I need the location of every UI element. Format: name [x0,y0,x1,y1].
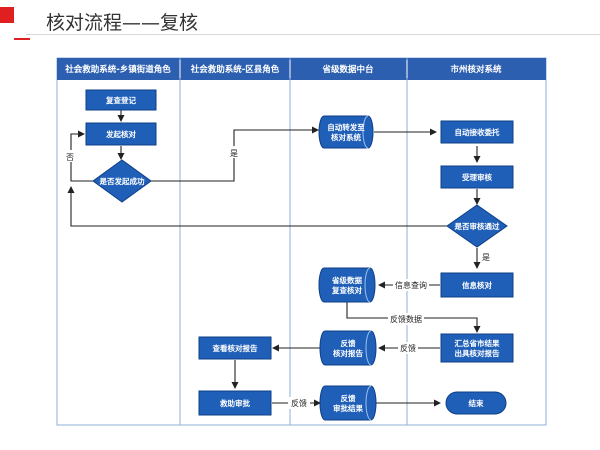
node-review-register: 复查登记 [85,89,157,111]
node-label: 省级数据 [331,275,362,285]
node-label: 出具核对报告 [455,348,500,358]
edge-label-feedback-1: 反馈 [400,343,416,353]
node-label: 受理审核 [462,172,492,182]
title-bar: 核对流程——复核 [0,0,600,44]
node-label: 反馈 [341,338,356,348]
title-divider [26,34,600,35]
lane-title-county: 社会救助系统-区县角色 [190,64,280,75]
node-label: 汇总省市结果 [455,338,500,348]
node-label: 是否发起成功 [99,176,145,186]
edge-label-no: 否 [66,153,74,162]
nodes-layer: 复查登记发起核对是否发起成功自动转发至核对系统自动接收委托受理审核是否审核通过信… [85,89,514,421]
node-label: 审批结果 [333,403,363,413]
lane-title-provincial: 省级数据中台 [321,64,374,75]
lane-title-city: 市州核对系统 [450,64,502,75]
node-view-report: 查看核对报告 [198,336,272,360]
node-info-check: 信息核对 [440,272,514,298]
edge-passed-no [67,186,448,227]
node-label: 结束 [469,398,484,408]
edge-label-feedback-2: 反馈 [291,398,307,408]
edge-label-feedback-data: 反馈数据 [390,314,422,324]
node-review-passed: 是否审核通过 [446,204,508,248]
edge-label-info-query: 信息查询 [395,280,427,290]
node-label: 救助审批 [220,398,250,408]
title-accent-block [0,7,14,23]
lane-title-township: 社会救助系统-乡镇街道角色 [64,64,171,75]
node-end: 结束 [445,391,507,415]
node-label: 复查核对 [331,285,362,295]
swimlane-frame [56,57,547,426]
node-initiate-success: 是否发起成功 [92,159,152,203]
node-aid-approval: 救助审批 [198,390,272,416]
node-auto-receive: 自动接收委托 [440,120,514,144]
title-accent-dash [14,38,30,40]
node-label: 是否审核通过 [454,221,500,231]
node-label: 核对报告 [333,348,363,358]
node-accept-review: 受理审核 [440,165,514,189]
node-label: 核对系统 [331,132,361,142]
page-title: 核对流程——复核 [46,12,199,34]
node-label: 反馈 [341,393,356,403]
edge-label-yes-passed: 是 [482,253,490,262]
node-label: 自动接收委托 [455,127,500,137]
node-label: 复查登记 [105,95,136,105]
edge-label-yes-forward: 是 [230,149,238,158]
edge-labels: 否 是 是 信息查询 反馈数据 反馈 反馈 [64,146,490,409]
node-label: 信息核对 [462,280,492,290]
node-label: 查看核对报告 [213,343,258,353]
node-initiate-check: 发起核对 [85,122,157,146]
node-label: 发起核对 [105,129,136,139]
node-label: 自动转发至 [327,122,365,132]
